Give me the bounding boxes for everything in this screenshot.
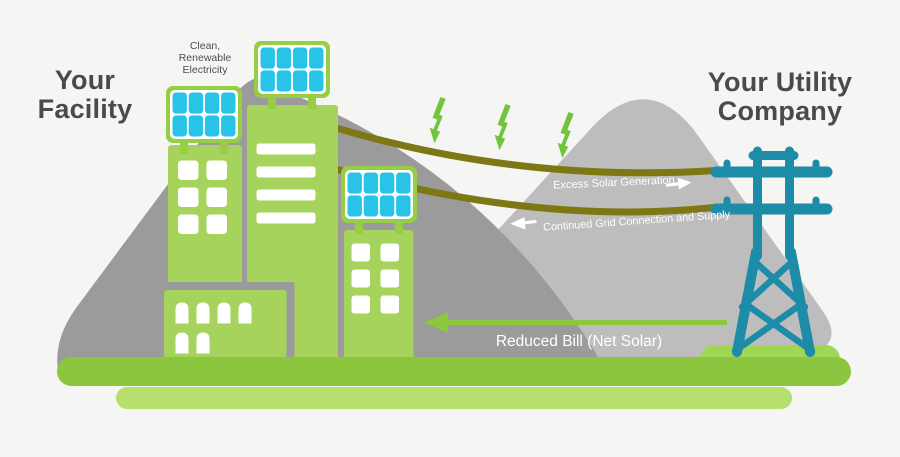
power-line-upper — [329, 123, 720, 177]
transmission-tower-icon — [710, 146, 833, 357]
ground-band-dark — [57, 357, 851, 386]
lightning-bolt-icon-2 — [494, 104, 511, 151]
ground-band-light — [116, 387, 792, 409]
building-front — [164, 282, 295, 365]
utility-company-title: Your Utility Company — [707, 67, 853, 127]
building-small — [344, 230, 414, 360]
lightning-bolt-icon-1 — [429, 97, 446, 144]
clean-renewable-caption: Clean, Renewable Electricity — [178, 40, 232, 76]
facility-buildings — [164, 41, 417, 365]
reduced-bill-arrow — [424, 312, 727, 333]
facility-title: Your Facility — [37, 65, 133, 125]
supply-arrow-icon — [510, 217, 537, 230]
reduced-bill-label: Reduced Bill (Net Solar) — [495, 333, 663, 350]
excess-arrow-icon — [665, 177, 692, 190]
